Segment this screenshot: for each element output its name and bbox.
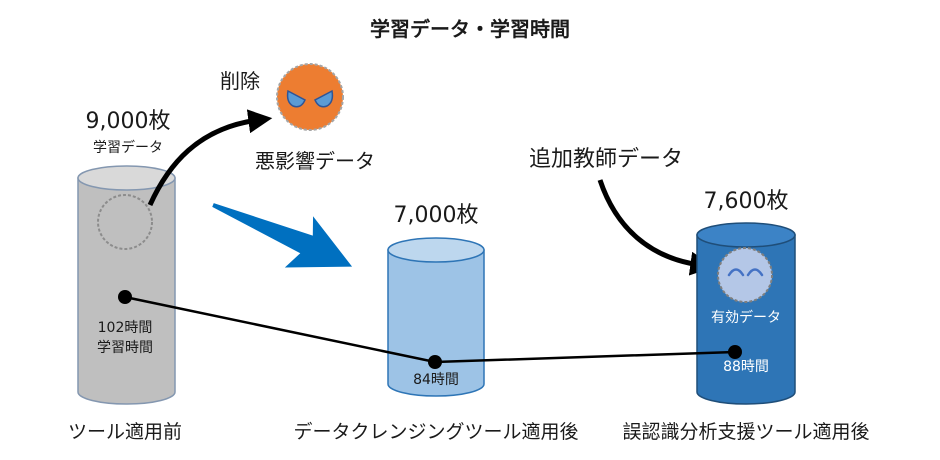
training-time-point-3 [728, 345, 742, 359]
smiley-eye-right [746, 268, 764, 277]
stage-1-hours-caption: 学習時間 [97, 340, 153, 356]
training-time-point-1 [118, 290, 132, 304]
cylinder-top [387, 237, 485, 263]
stage-2-count: 7,000枚 [394, 203, 479, 228]
stage-1-hours: 102時間 [98, 320, 153, 336]
removal-action-label: 削除 [220, 69, 260, 93]
stage-2-label: データクレンジングツール適用後 [293, 421, 578, 443]
removed-data-placeholder-circle [97, 194, 153, 250]
stage-1-count: 9,000枚 [86, 109, 171, 134]
stage-1-count-caption: 学習データ [93, 139, 163, 156]
angry-face-icon [276, 63, 344, 131]
stage-3-count: 7,600枚 [704, 189, 789, 214]
cylinder-after-cleansing [387, 237, 485, 397]
cylinder-top [77, 165, 176, 191]
cylinder-body [387, 249, 485, 397]
smiley-eye-left [727, 268, 745, 277]
removed-data-label: 悪影響データ [255, 149, 375, 173]
stage-3-hours: 88時間 [723, 359, 769, 375]
added-data-arrow [597, 179, 715, 276]
cylinder-top [696, 222, 796, 248]
flow-arrow [212, 203, 353, 268]
training-time-point-2 [428, 355, 442, 369]
diagram-title: 学習データ・学習時間 [370, 17, 570, 41]
stage-3-label: 誤認識分析支援ツール適用後 [622, 421, 869, 443]
stage-1-label: ツール適用前 [68, 421, 182, 443]
angry-eye-left [286, 89, 306, 108]
removal-arrow [147, 109, 273, 207]
stage-2-hours: 84時間 [413, 372, 459, 388]
smiley-face-icon [717, 247, 773, 303]
stage-3-inner-caption: 有効データ [711, 309, 781, 326]
added-data-label: 追加教師データ [529, 147, 683, 172]
cylinder-before-tool [77, 165, 176, 405]
angry-eye-right [314, 89, 334, 108]
